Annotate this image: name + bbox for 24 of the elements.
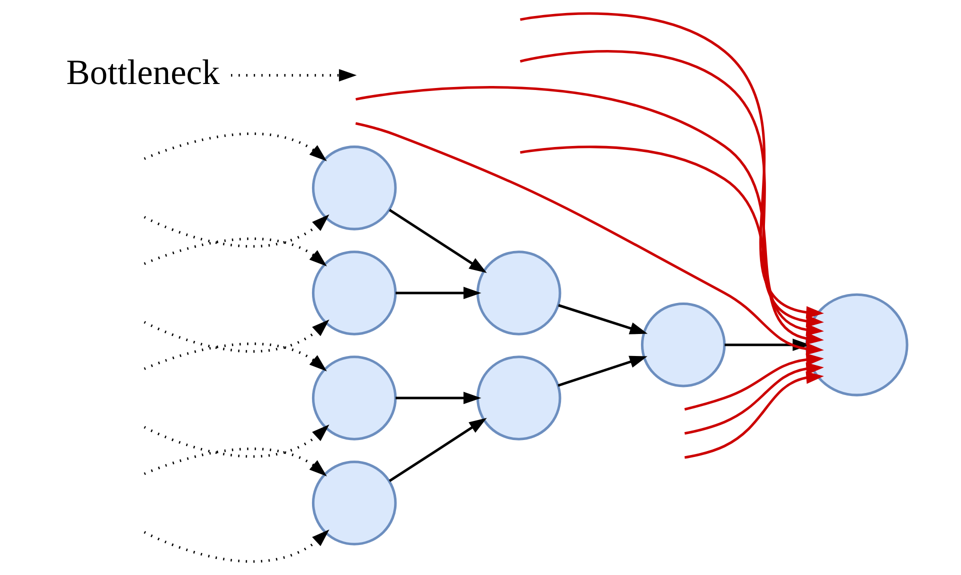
arrow [684, 362, 824, 459]
node-circle [476, 250, 561, 336]
arrow [354, 122, 824, 356]
arrow [557, 356, 647, 387]
arrow [684, 353, 824, 435]
arrow [684, 353, 824, 411]
arrow [143, 214, 329, 248]
arrow [143, 319, 329, 353]
node-circle [476, 356, 561, 440]
node-circle [640, 302, 726, 388]
arrow [558, 304, 648, 334]
arrow [143, 132, 326, 162]
arrow [143, 342, 326, 372]
arrow [388, 418, 486, 482]
arrow [143, 424, 329, 458]
node-text: Bottleneck [66, 52, 220, 92]
arrow [143, 530, 329, 563]
arrow [355, 86, 824, 345]
arrow [143, 448, 326, 476]
arrow [395, 392, 481, 404]
arrow [143, 238, 326, 266]
arrow [388, 208, 486, 274]
arrow [230, 69, 356, 82]
arrow [395, 286, 481, 300]
